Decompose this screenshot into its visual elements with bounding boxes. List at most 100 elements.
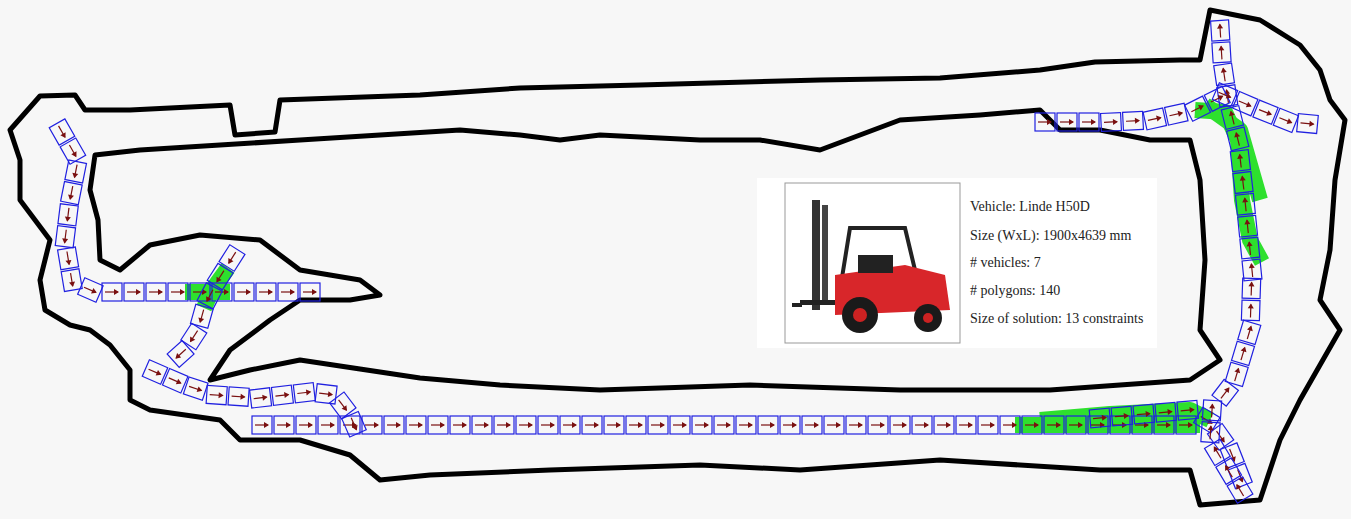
heading-arrow <box>156 370 163 377</box>
vehicle-footprint <box>1044 416 1064 434</box>
heading-arrow <box>572 422 577 428</box>
vehicle-footprint <box>1165 103 1188 125</box>
footprint-box <box>55 226 75 248</box>
vehicle-footprint <box>1204 86 1230 111</box>
footprint-box <box>824 416 844 434</box>
heading-arrow <box>1246 241 1252 247</box>
footprint-box <box>1232 341 1255 365</box>
heading-arrow <box>858 422 863 428</box>
heading-arrow <box>726 422 731 428</box>
vehicle-footprint <box>206 385 227 404</box>
footprint-box <box>58 247 79 270</box>
heading-arrow <box>484 422 489 428</box>
vehicle-footprint <box>219 245 245 272</box>
vehicle-footprint <box>1035 113 1055 131</box>
heading-arrow <box>1047 119 1052 125</box>
footprint-box <box>162 368 188 392</box>
heading-arrow <box>330 422 335 428</box>
heading-arrow <box>158 289 163 295</box>
heading-arrow <box>946 422 951 428</box>
footprint-box <box>296 416 316 434</box>
spec-text: Size of solution: 13 constraints <box>970 311 1143 327</box>
heading-arrow <box>1237 153 1244 159</box>
footprint-box <box>1297 114 1319 134</box>
footprint-box <box>450 416 470 434</box>
heading-arrow <box>1189 407 1195 413</box>
heading-arrow <box>1233 131 1240 137</box>
footprint-box <box>197 283 222 309</box>
vehicle-footprint <box>1241 300 1260 321</box>
walls <box>10 10 1345 505</box>
footprint-box <box>1111 406 1133 426</box>
footprint-box <box>271 385 293 405</box>
footprint-box <box>934 416 954 434</box>
vehicle-footprint <box>1220 443 1244 468</box>
footprint-box <box>890 416 910 434</box>
heading-arrow <box>1034 422 1039 428</box>
heading-arrow <box>836 422 841 428</box>
footprint-box <box>1227 127 1249 151</box>
vehicle-footprint <box>318 416 338 434</box>
vehicle-footprint <box>692 416 712 434</box>
heading-arrow <box>418 422 423 428</box>
spec-text: # vehicles: 7 <box>970 255 1041 271</box>
vehicle-footprint <box>1155 402 1177 422</box>
heading-arrow <box>1209 403 1215 408</box>
vehicle-footprint <box>1216 458 1242 484</box>
vehicle-footprint <box>1022 416 1042 434</box>
heading-arrow <box>902 422 907 428</box>
footprint-box <box>1089 408 1111 428</box>
footprint-box <box>234 283 254 301</box>
footprint-box <box>956 416 976 434</box>
footprint-box <box>1235 193 1255 215</box>
footprint-box <box>293 383 315 403</box>
vehicle-footprint <box>167 341 194 368</box>
heading-arrow <box>176 379 183 386</box>
vehicle-footprint <box>362 416 382 434</box>
vehicle-footprint <box>1235 193 1255 215</box>
heading-arrow <box>290 289 295 295</box>
footprint-box <box>252 416 272 434</box>
footprint-box <box>604 416 624 434</box>
heading-arrow <box>506 422 511 428</box>
heading-arrow <box>1078 422 1083 428</box>
heading-arrow <box>528 422 533 428</box>
vehicle-footprint <box>293 383 315 403</box>
vehicle-footprint <box>271 385 293 405</box>
vehicle-footprint <box>58 204 78 226</box>
vehicle-footprint <box>1212 42 1231 63</box>
heading-arrow <box>374 422 379 428</box>
footprint-box <box>278 283 298 301</box>
heading-arrow <box>880 422 885 428</box>
vehicle-footprint <box>1133 404 1155 424</box>
vehicle-footprint <box>55 226 75 248</box>
footprint-box <box>1202 400 1221 421</box>
vehicle-footprint <box>1212 379 1238 406</box>
heading-arrow <box>1239 175 1246 181</box>
heading-arrow <box>1217 23 1223 28</box>
heading-arrow <box>814 422 819 428</box>
vehicle-footprint <box>1111 406 1133 426</box>
footprint-box <box>802 416 822 434</box>
footprint-box <box>1238 215 1258 237</box>
heading-arrow <box>1242 197 1248 203</box>
heading-arrow <box>1102 414 1108 420</box>
vehicle-footprint <box>146 283 166 301</box>
footprint-box <box>1035 113 1055 131</box>
footprint-box <box>538 416 558 434</box>
vehicle-footprint <box>582 416 602 434</box>
vehicle-footprint <box>912 416 932 434</box>
heading-arrow <box>1248 281 1254 286</box>
footprint-box <box>1022 416 1042 434</box>
vehicle-footprint <box>1233 172 1253 194</box>
inner-wall <box>90 110 1220 390</box>
heading-arrow <box>638 422 643 428</box>
vehicle-footprint <box>65 160 87 183</box>
vehicle-footprint <box>890 416 910 434</box>
footprint-box <box>256 283 276 301</box>
footprint-box <box>736 416 756 434</box>
footprint-box <box>1238 320 1261 344</box>
heading-arrow <box>1248 263 1254 269</box>
footprint-box <box>250 388 272 408</box>
